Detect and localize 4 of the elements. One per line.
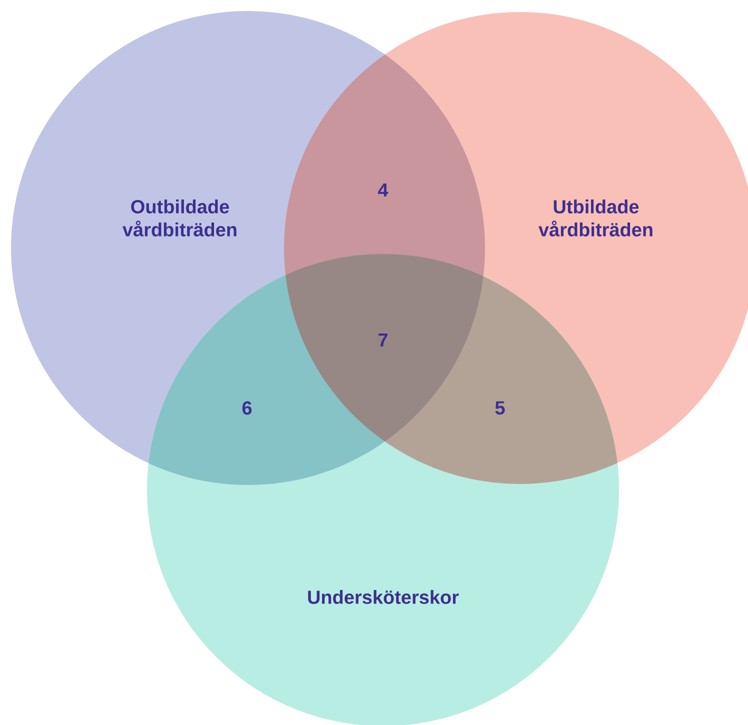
region-number: 7 [378, 333, 388, 347]
region-number: 6 [242, 401, 252, 415]
region-number: 4 [378, 183, 388, 197]
region-number: 5 [495, 401, 505, 415]
